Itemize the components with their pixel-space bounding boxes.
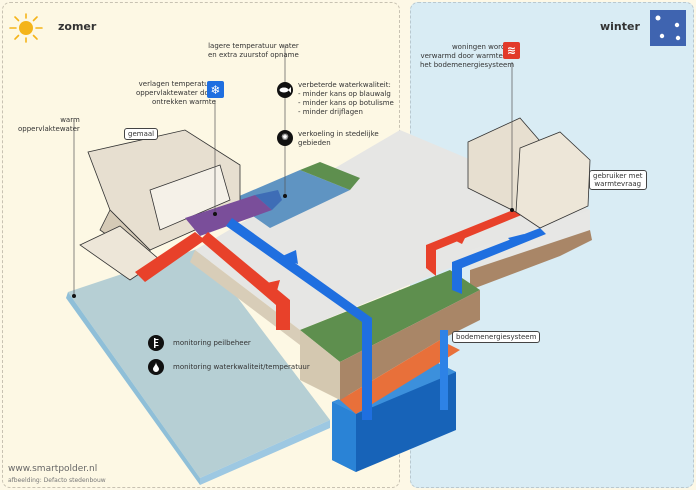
label-cooling-urban: verkoeling in stedelijke gebieden [298, 130, 379, 148]
soil-energy-system-tag: bodemenergiesysteem [452, 331, 541, 343]
fish-icon [277, 82, 293, 98]
winter-title: winter [600, 20, 640, 33]
label-homes-heated: woningen worden verwarmd door warmte uit… [420, 43, 514, 70]
summer-title: zomer [58, 20, 97, 33]
label-line: warmtevraag [594, 180, 642, 188]
summer-cold-flow [226, 218, 372, 420]
label-line: verlagen temperatuur [138, 80, 216, 88]
label-line: gebieden [298, 139, 331, 147]
heat-user-tag: gebruiker met warmtevraag [589, 170, 647, 190]
snowflake-icon: ❄ [207, 81, 224, 98]
surface-water [66, 248, 330, 485]
label-line: verkoeling in stedelijke [298, 130, 379, 138]
label-line: - minder drijflagen [298, 108, 363, 116]
heat-icon: ≋ [503, 42, 520, 59]
label-lower-temperature: verlagen temperatuur oppervlaktewater do… [136, 80, 216, 107]
sun-icon [9, 13, 43, 43]
footer-url: www.smartpolder.nl [8, 464, 98, 474]
leader-dots [72, 194, 514, 298]
label-line: - minder kans op blauwalg [298, 90, 391, 98]
label-line: gebruiker met [593, 172, 643, 180]
label-monitoring-level: monitoring peilbeheer [173, 339, 251, 347]
discharge-pipe [185, 190, 282, 236]
label-line: oppervlaktewater door [136, 89, 216, 97]
label-monitoring-quality: monitoring waterkwaliteit/temperatuur [173, 363, 310, 371]
pumping-station-tag: gemaal [124, 128, 159, 140]
label-line: verbeterde waterkwaliteit: [298, 81, 391, 89]
label-line: woningen worden [451, 43, 515, 51]
label-line: ontrekken warmte [151, 98, 216, 106]
footer-credit: afbeelding: Defacto stedenbouw [8, 477, 106, 484]
label-water-quality: verbeterde waterkwaliteit: - minder kans… [298, 81, 394, 117]
summer-warm-flow [135, 232, 290, 330]
label-warm-surface-water: warm oppervlaktewater [18, 116, 80, 134]
snowflakes-icon [650, 10, 686, 46]
label-line: - minder kans op botulisme [298, 99, 394, 107]
label-line: verwarmd door warmte uit [420, 52, 515, 60]
leader-lines [73, 45, 513, 296]
label-line: het bodemenergiesysteem [420, 61, 515, 69]
winter-warm-flow [426, 208, 524, 276]
label-line: oppervlaktewater [18, 125, 80, 133]
label-lower-water-temp: lagere temperatuur water en extra zuurst… [208, 42, 299, 60]
label-line: en extra zuurstof opname [208, 51, 299, 59]
drop-icon [148, 359, 164, 375]
label-line: warm [60, 116, 80, 124]
cooling-icon: ✺ [277, 130, 293, 146]
houses [467, 117, 591, 229]
winter-cold-flow [440, 228, 546, 410]
label-line: lagere temperatuur water [208, 42, 299, 50]
gauge-icon [148, 335, 164, 351]
